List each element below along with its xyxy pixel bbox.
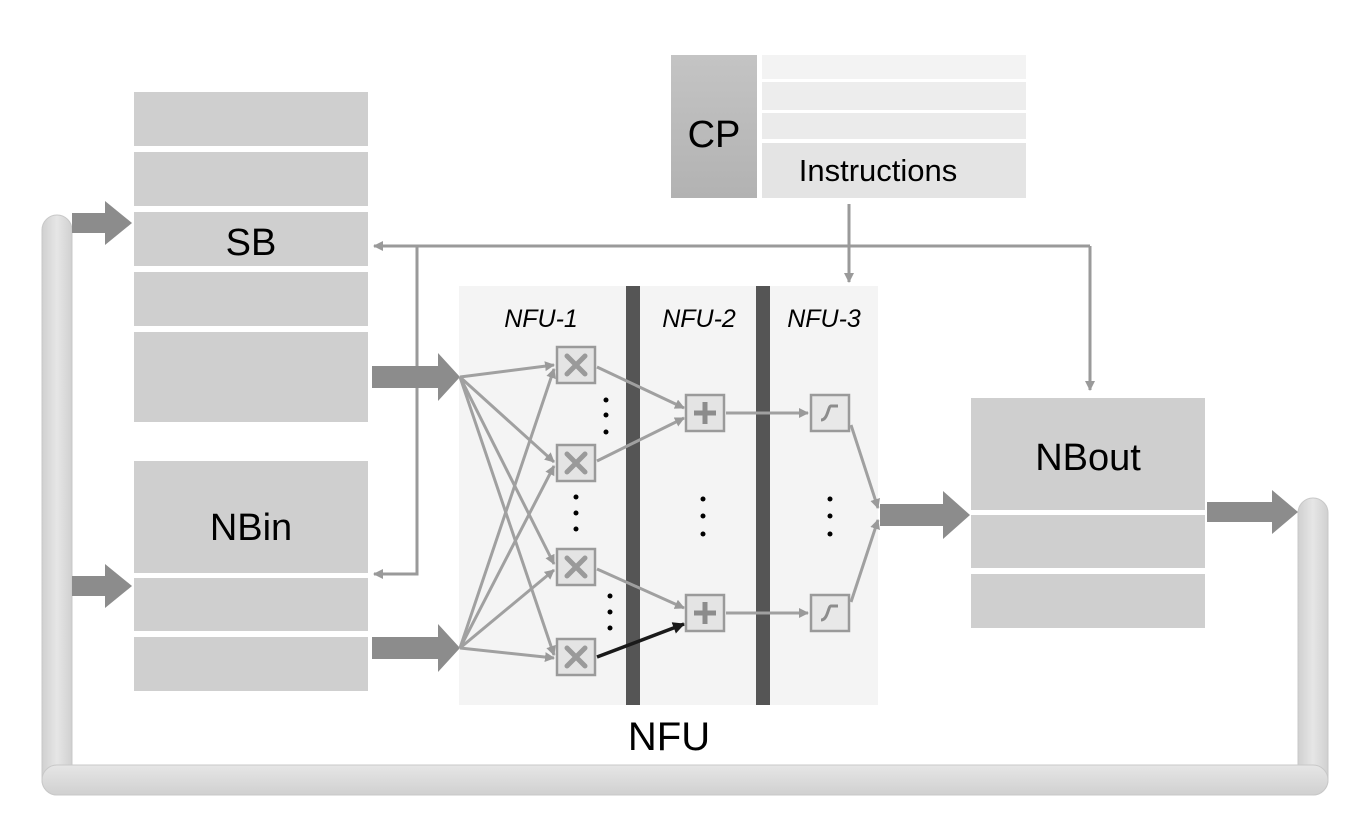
sigmoid-icon	[809, 593, 851, 633]
multiply-icon	[555, 547, 597, 587]
nbout-label: NBout	[1035, 437, 1141, 479]
nfu1-to-nfu2-connections	[596, 365, 685, 610]
nbin-to-nfu-arrow	[372, 624, 460, 672]
nbout-to-bus-arrow	[1207, 490, 1298, 534]
nfu1-ellipsis	[573, 397, 613, 631]
nfu3-ellipsis	[827, 496, 833, 537]
nfu2-ellipsis	[700, 496, 706, 537]
add-icon	[684, 593, 726, 633]
bus-to-sb-arrow	[72, 201, 132, 245]
nbin-label: NBin	[210, 507, 292, 549]
cp-block: CP	[671, 55, 757, 198]
add-icon	[684, 393, 726, 433]
pipeline-separator-2	[756, 286, 770, 705]
nfu1-label: NFU-1	[504, 305, 578, 333]
nfu3-label: NFU-3	[787, 305, 861, 333]
nfu2-label: NFU-2	[662, 305, 736, 333]
sb-label: SB	[226, 222, 277, 264]
nfu1-connections	[458, 361, 556, 663]
nbout-buffer: NBout	[971, 398, 1205, 628]
nfu-label: NFU	[628, 715, 710, 759]
feedback-bus	[41, 214, 1329, 796]
multiply-icon	[555, 345, 597, 385]
instructions-queue: Instructions	[762, 55, 1026, 198]
nfu2-to-nfu3-connections	[726, 408, 809, 618]
nfu-to-nbout-arrow	[880, 491, 970, 539]
instructions-label: Instructions	[799, 153, 958, 188]
multiply-icon	[555, 637, 597, 677]
sigmoid-icon	[809, 393, 851, 433]
pipeline-separator-1	[626, 286, 640, 705]
bus-to-nbin-arrow	[72, 564, 132, 608]
control-lines	[373, 204, 1095, 579]
sb-buffer: SB	[134, 92, 368, 422]
sb-to-nfu-arrow	[372, 353, 460, 401]
nfu-region	[459, 286, 878, 705]
nbin-buffer: NBin	[134, 461, 368, 691]
nfu3-output-connections	[849, 424, 880, 603]
cp-label: CP	[688, 114, 741, 156]
multiply-icon	[555, 443, 597, 483]
highlight-arrow	[596, 622, 685, 659]
